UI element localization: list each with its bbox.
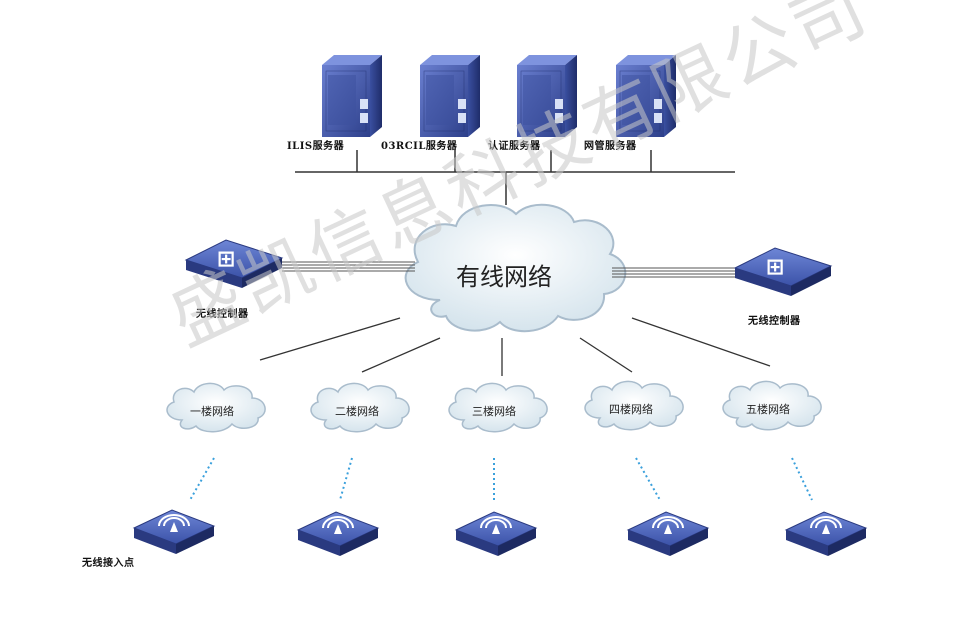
building-label-3: 三楼网络	[472, 405, 516, 418]
access-point-icon-5	[785, 511, 867, 557]
server-label-2: 03RCIL服务器	[381, 141, 458, 152]
server-icon-2	[419, 54, 481, 138]
building-label-5: 五楼网络	[746, 403, 790, 416]
controller-icon-left	[185, 239, 283, 289]
server-icon-4	[615, 54, 677, 138]
access-point-label: 无线接入点	[82, 558, 135, 569]
access-point-icon-1	[133, 509, 215, 555]
controller-icon-right	[734, 247, 832, 297]
server-label-1: ILIS服务器	[287, 141, 345, 152]
server-label-3: 认证服务器	[488, 141, 541, 152]
server-icon-1	[321, 54, 383, 138]
building-label-1: 一楼网络	[190, 405, 234, 418]
building-label-4: 四楼网络	[609, 403, 653, 416]
access-point-icon-2	[297, 511, 379, 557]
access-point-icon-3	[455, 511, 537, 557]
core-cloud-icon	[404, 203, 627, 333]
access-point-icon-4	[627, 511, 709, 557]
core-network-label: 有线网络	[456, 263, 552, 291]
server-label-4: 网管服务器	[584, 141, 637, 152]
controller-label-left: 无线控制器	[196, 309, 249, 320]
controller-label-right: 无线控制器	[748, 316, 801, 327]
server-icon-3	[516, 54, 578, 138]
building-label-2: 二楼网络	[335, 405, 379, 418]
